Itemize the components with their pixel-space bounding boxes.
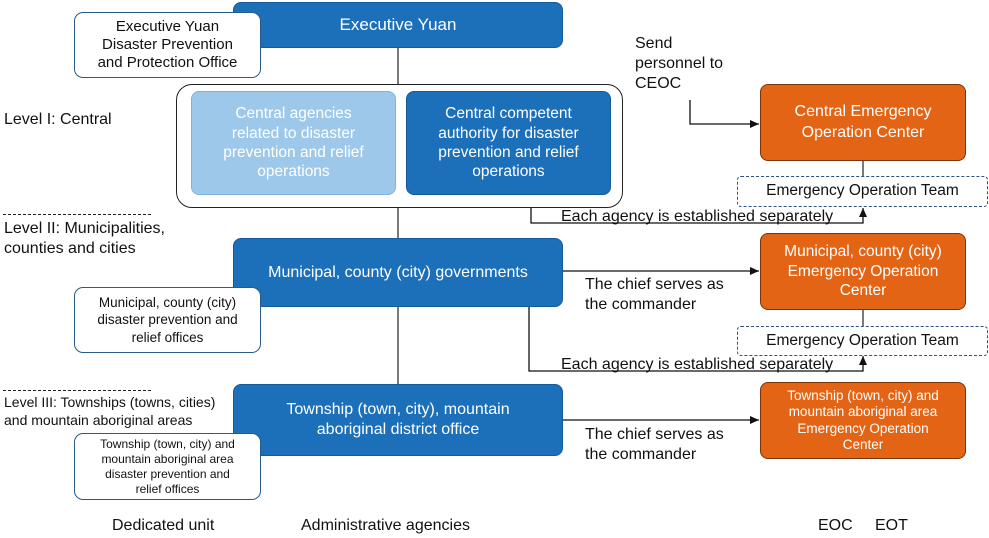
send-personnel-label: Send personnel to CEOC [635, 35, 724, 92]
eot-box-2: Emergency Operation Team [737, 326, 988, 356]
township-offices-box: Township (town, city) and mountain abori… [74, 433, 261, 500]
level-separator-3 [3, 390, 151, 391]
municipal-offices-box: Municipal, county (city) disaster preven… [74, 287, 261, 353]
level2-label: Level II: Municipalities, counties and c… [4, 220, 165, 257]
eot-box-1: Emergency Operation Team [737, 176, 988, 207]
central-agencies-box: Central agencies related to disaster pre… [191, 91, 396, 195]
township-office-box: Township (town, city), mountain aborigin… [233, 384, 563, 456]
column-eoc: EOC [818, 517, 853, 534]
level-separator-2 [3, 214, 151, 215]
level3-label: Level III: Townships (towns, cities) and… [4, 394, 216, 428]
central-eoc-box: Central Emergency Operation Center [760, 84, 966, 161]
executive-yuan-office-box: Executive Yuan Disaster Prevention and P… [74, 12, 261, 78]
column-administrative-agencies: Administrative agencies [301, 517, 470, 534]
each-agency-label-2: Each agency is established separately [561, 356, 834, 373]
column-eot: EOT [875, 517, 908, 534]
each-agency-arrow-1 [530, 194, 867, 224]
municipal-eoc-box: Municipal, county (city) Emergency Opera… [760, 233, 966, 310]
each-agency-arrow-2 [528, 306, 867, 372]
township-eoc-box: Township (town, city) and mountain abori… [760, 382, 966, 459]
chief-label-1: The chief serves as the commander [585, 276, 724, 314]
column-dedicated-unit: Dedicated unit [112, 517, 215, 534]
level1-label: Level I: Central [4, 111, 112, 128]
send-personnel-arrow [689, 100, 759, 128]
executive-yuan-box: Executive Yuan [233, 2, 563, 48]
each-agency-label-1: Each agency is established separately [561, 208, 834, 225]
central-competent-authority-box: Central competent authority for disaster… [406, 91, 611, 195]
chief-label-2: The chief serves as the commander [585, 426, 724, 464]
municipal-government-box: Municipal, county (city) governments [233, 238, 563, 307]
